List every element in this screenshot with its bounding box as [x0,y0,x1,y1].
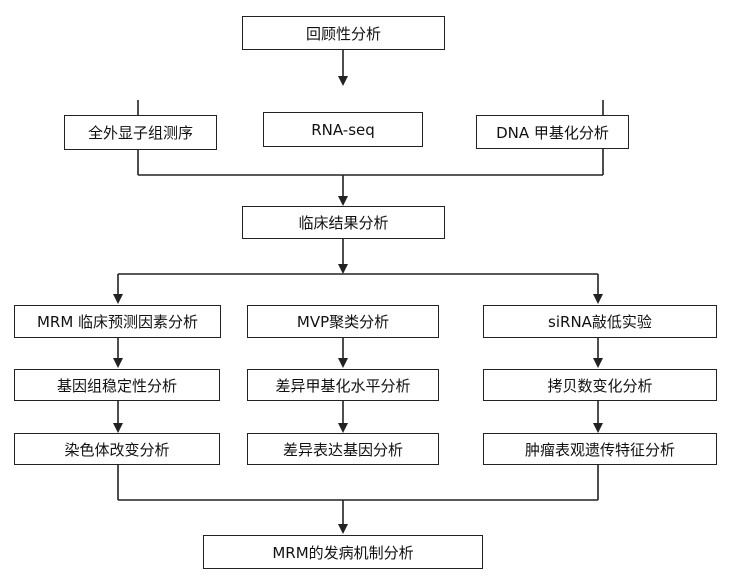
node-copy-number-variation: 拷贝数变化分析 [483,369,717,401]
node-genome-stability: 基因组稳定性分析 [14,369,220,401]
node-differential-methylation: 差异甲基化水平分析 [247,369,439,401]
node-differential-expression: 差异表达基因分析 [247,433,439,465]
node-mvp-clustering: MVP聚类分析 [247,305,439,338]
node-mrm-pathogenesis: MRM的发病机制分析 [203,535,483,569]
node-tumor-epigenetic-features: 肿瘤表观遗传特征分析 [483,433,717,465]
node-whole-exome-sequencing: 全外显子组测序 [64,115,217,150]
node-clinical-results: 临床结果分析 [242,206,445,239]
node-retrospective-analysis: 回顾性分析 [242,16,445,50]
node-chromosome-alteration: 染色体改变分析 [14,433,220,465]
node-mrm-clinical-predictors: MRM 临床预测因素分析 [14,305,221,338]
node-sirna-knockdown: siRNA敲低实验 [483,305,717,338]
node-dna-methylation: DNA 甲基化分析 [476,115,629,149]
node-rna-seq: RNA-seq [263,112,423,147]
